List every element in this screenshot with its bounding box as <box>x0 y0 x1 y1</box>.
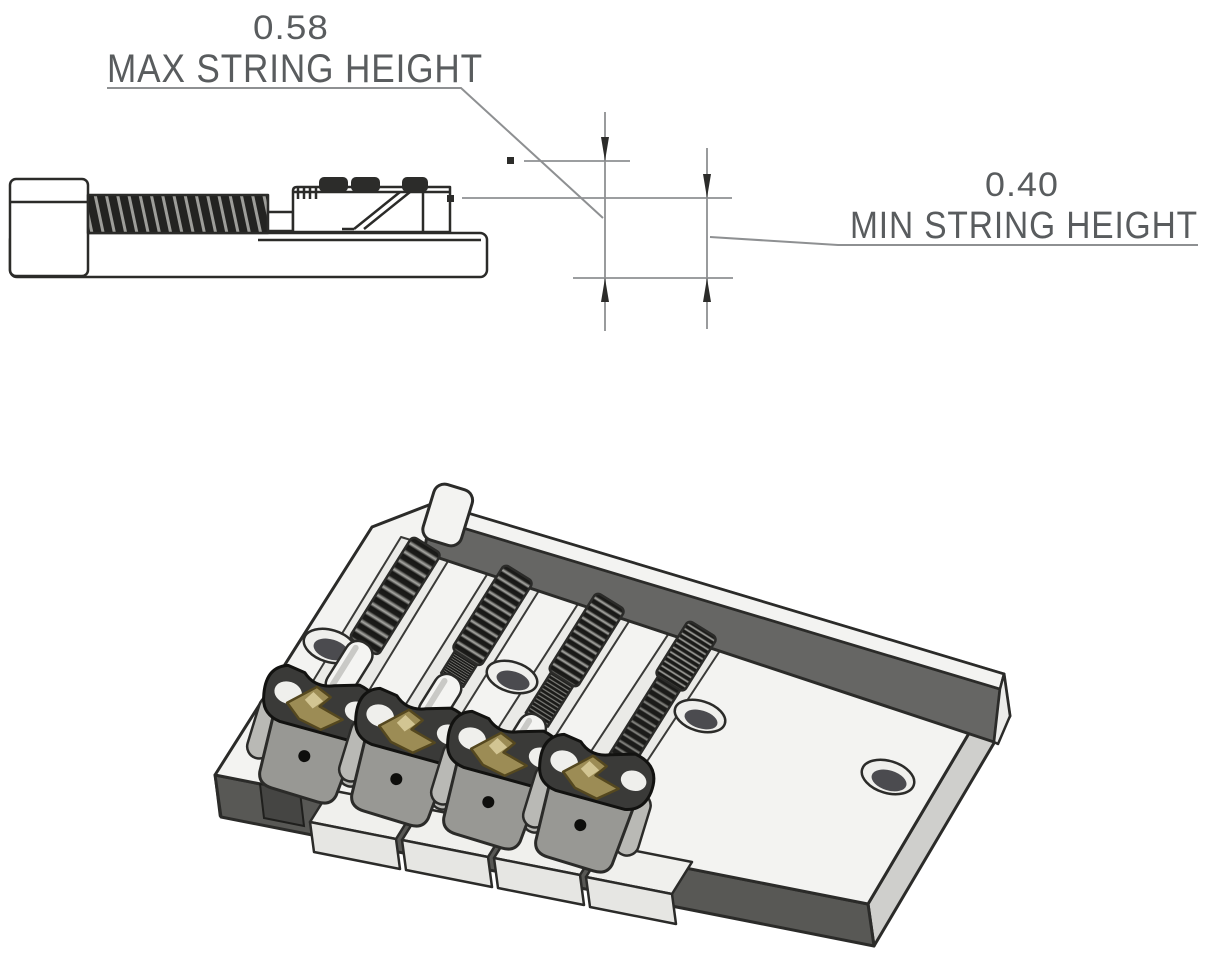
max-string-height-annotation: 0.58 MAX STRING HEIGHT <box>107 9 483 91</box>
spring-coil <box>548 592 625 688</box>
max-leader-line <box>107 87 604 219</box>
height-screw-dot <box>482 796 495 809</box>
string-height-datum-dot <box>507 157 514 164</box>
spring-coil <box>655 620 717 692</box>
dimension-arrows <box>601 137 711 302</box>
string-height-datum-dot <box>447 195 454 202</box>
back-wall-left-cap <box>421 482 475 548</box>
side-saddle <box>291 177 452 234</box>
spring-coil <box>452 564 533 667</box>
brass-insert <box>561 754 620 801</box>
brass-insert <box>285 685 344 732</box>
height-screw-dot <box>298 750 311 763</box>
min-height-value: 0.40 <box>985 166 1059 204</box>
max-height-value: 0.58 <box>253 9 329 47</box>
side-view-drawing <box>8 177 489 279</box>
bridge-3d-view <box>213 482 1012 948</box>
max-height-label: MAX STRING HEIGHT <box>107 47 483 91</box>
intonation-screw <box>594 620 717 793</box>
side-screw-stub <box>266 210 295 233</box>
saddle <box>429 709 564 851</box>
dimension-annotations: 0.58 MAX STRING HEIGHT 0.40 MIN STRING H… <box>107 9 1198 331</box>
brass-insert <box>469 731 528 778</box>
saddle <box>521 732 656 874</box>
height-screw-dot <box>390 773 403 786</box>
min-leader-line <box>709 236 1198 246</box>
intonation-screw <box>324 536 441 700</box>
back-wall-right-cap <box>992 672 1012 746</box>
side-spring <box>86 193 270 235</box>
height-screw-dot <box>574 819 587 832</box>
side-back-block <box>8 177 90 278</box>
min-string-height-annotation: 0.40 MIN STRING HEIGHT <box>850 166 1198 247</box>
mounting-holes <box>302 627 916 796</box>
min-height-label: MIN STRING HEIGHT <box>850 205 1198 247</box>
brass-insert <box>377 708 436 755</box>
saddles <box>245 663 656 874</box>
